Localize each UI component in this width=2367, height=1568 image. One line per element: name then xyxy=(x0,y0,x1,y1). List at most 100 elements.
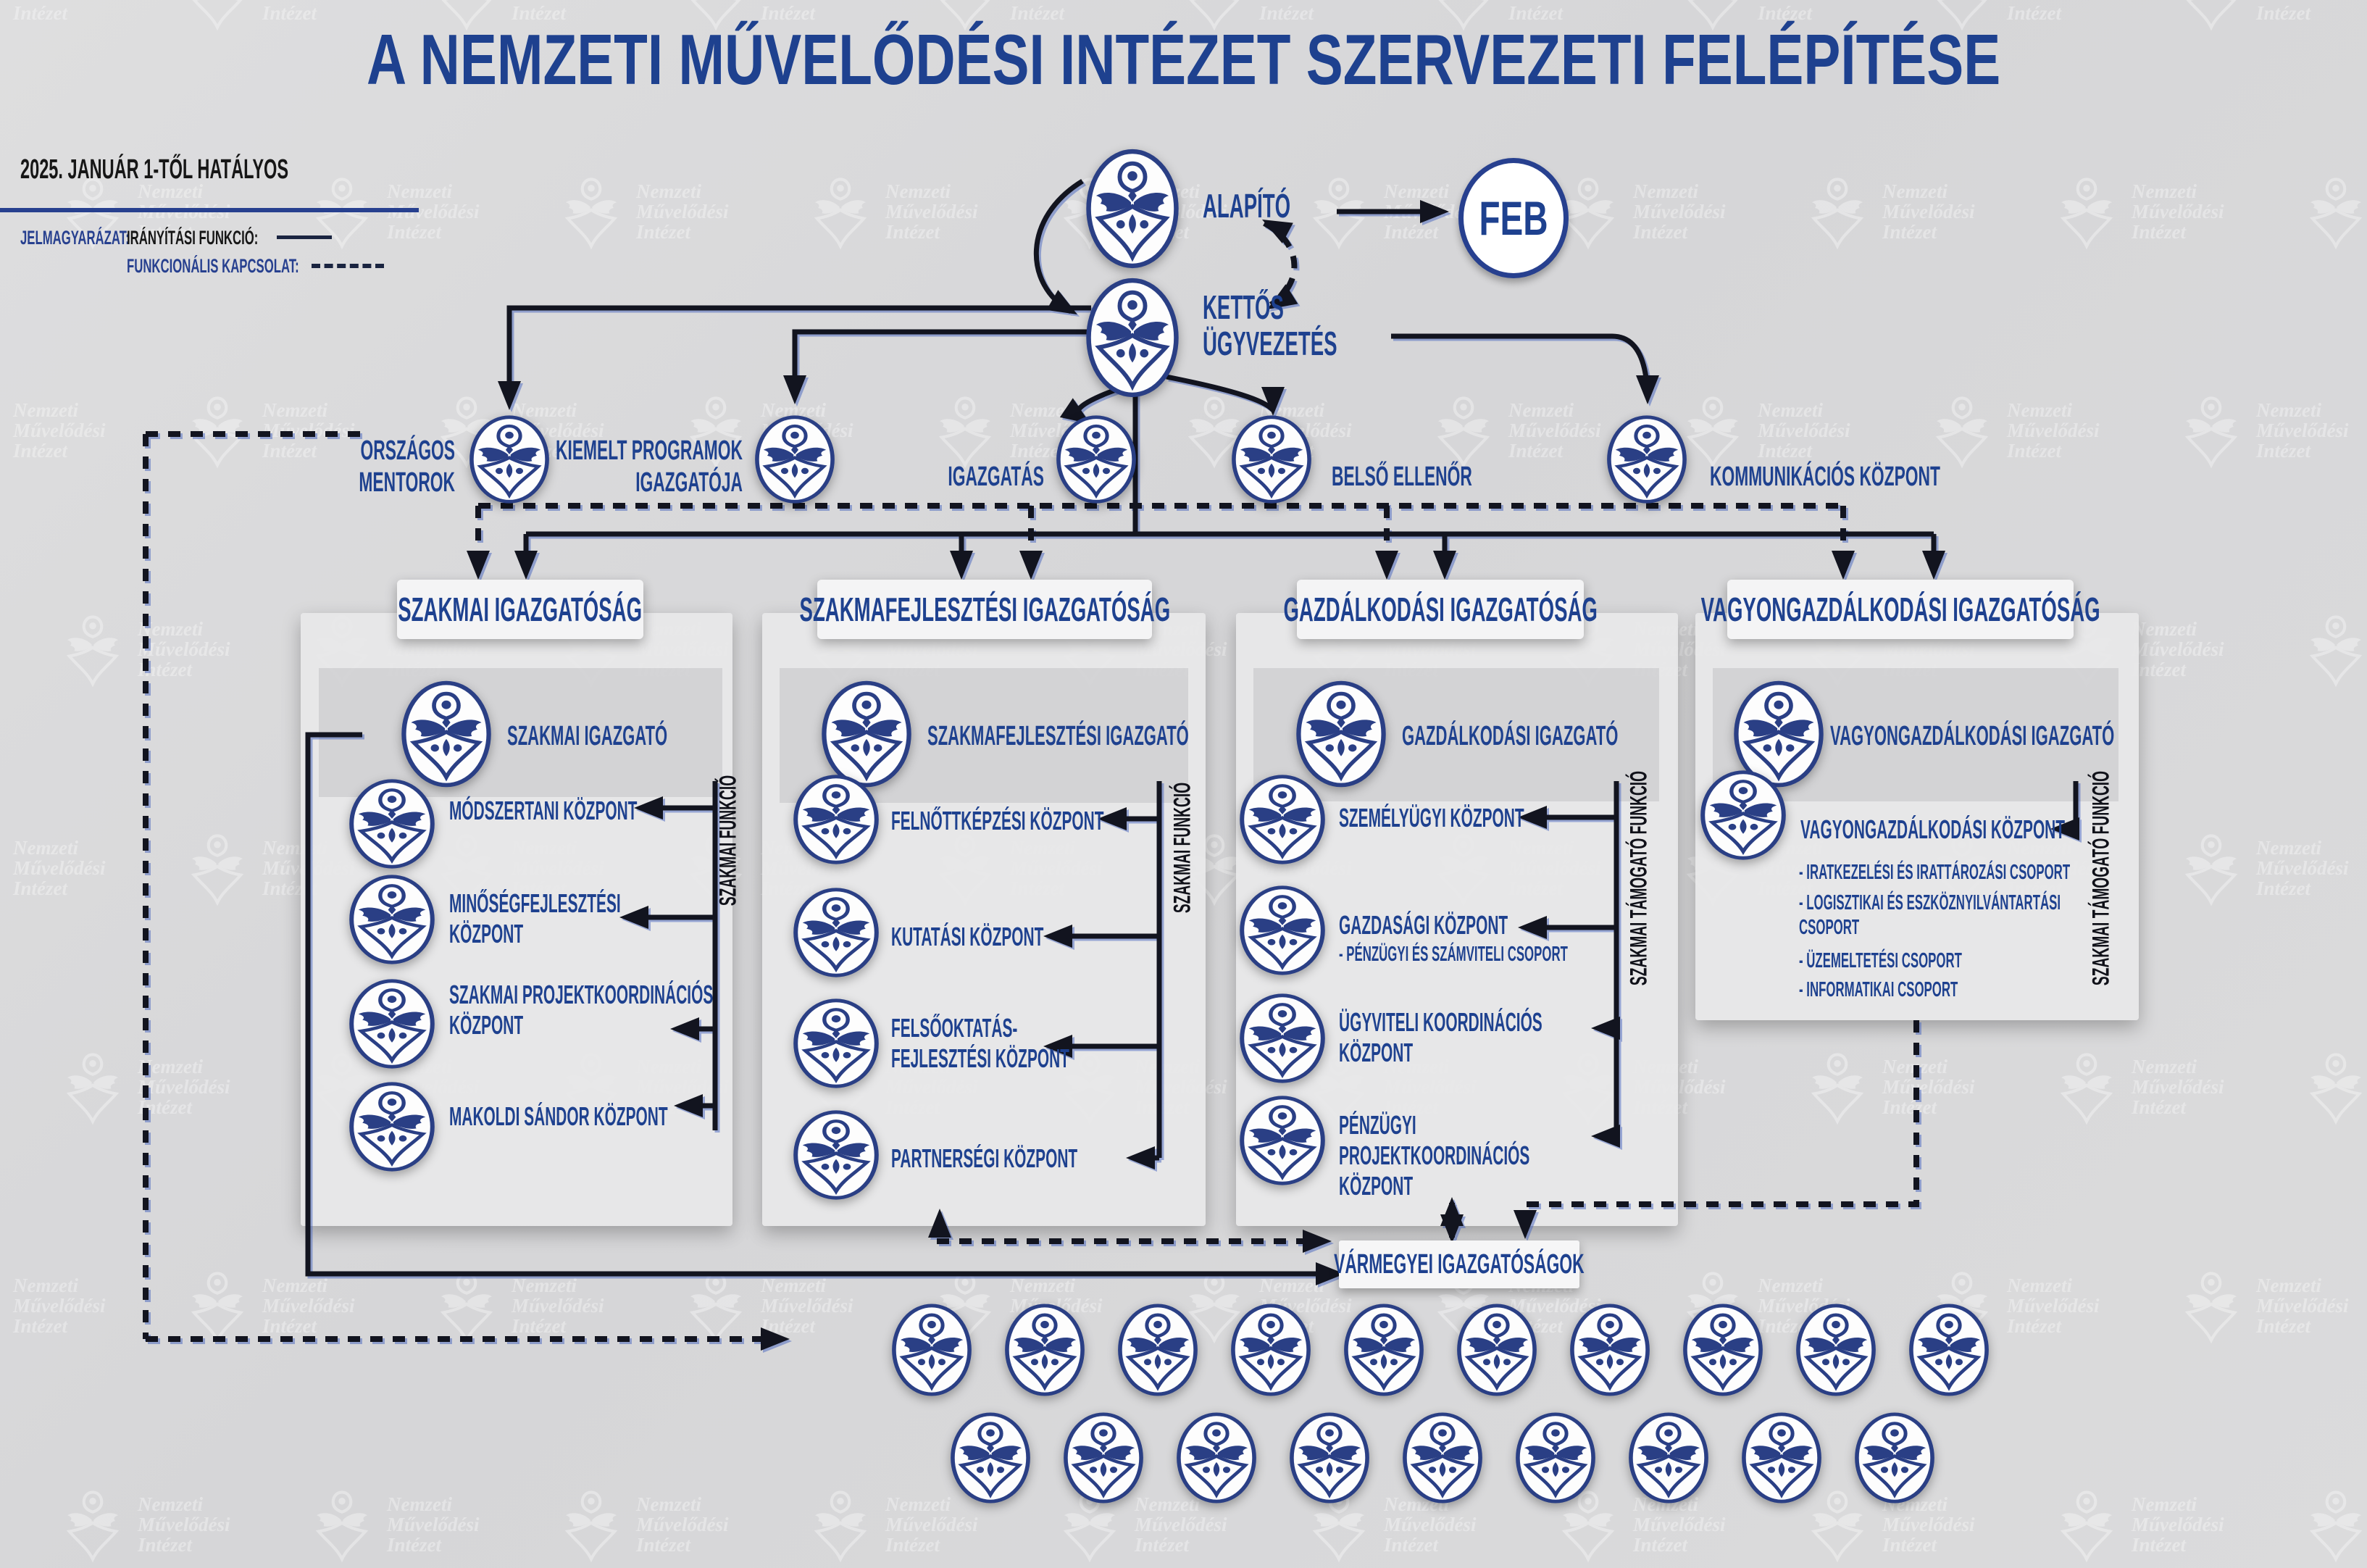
county-directorate-logo xyxy=(1908,1303,1990,1397)
vagyongazdalkodasi-kozpont-label: VAGYONGAZDÁLKODÁSI KÖZPONT xyxy=(1800,814,2066,844)
county-directorate-logo xyxy=(1063,1411,1144,1504)
page-title: A NEMZETI MŰVELŐDÉSI INTÉZET SZERVEZETI … xyxy=(366,20,2001,99)
penzugyi-projektkoordinacios-label: PÉNZÜGYI PROJEKTKOORDINÁCIÓS KÖZPONT xyxy=(1339,1110,1530,1201)
county-directorate-logo xyxy=(1117,1303,1198,1397)
szakmai-projektkoordinacios-label: SZAKMAI PROJEKTKOORDINÁCIÓS KÖZPONT xyxy=(449,980,714,1040)
county-directorate-logo xyxy=(950,1411,1031,1504)
line-dual-kiemelt xyxy=(792,329,1091,397)
vagyongazdalkodasi-igazgato-label: VAGYONGAZDÁLKODÁSI IGAZGATÓ xyxy=(1830,721,2115,751)
iratkezelesi-csoport-label: - IRATKEZELÉSI ÉS IRATTÁROZÁSI CSOPORT xyxy=(1799,861,2071,884)
vagyongazdalkodasi-kozpont-logo xyxy=(1700,770,1787,861)
county-directorate-logo xyxy=(1515,1411,1596,1504)
szakmafejlesztesi-igazgato-logo xyxy=(821,680,912,788)
line-szakmai-varmegyei xyxy=(305,732,1337,1277)
county-directorate-logo xyxy=(1569,1303,1650,1397)
makoldi-sandor-label: MAKOLDI SÁNDOR KÖZPONT xyxy=(449,1101,668,1131)
kutatasi-logo xyxy=(793,887,880,978)
function-label-tamogato-1: SZAKMAI TÁMOGATÓ FUNKCIÓ xyxy=(1625,770,1652,986)
tab-szakmai-igazgatosag: SZAKMAI IGAZGATÓSÁG xyxy=(397,580,643,639)
orszagos-mentorok-label: ORSZÁGOS MENTOROK xyxy=(359,435,455,499)
legend-solid-line-sample xyxy=(277,235,332,239)
legend-dashed-line-sample xyxy=(312,264,384,268)
varmegyei-igazgatosagok-box: VÁRMEGYEI IGAZGATÓSÁGOK xyxy=(1334,1240,1585,1288)
tab-vagyongazdalkodasi-label: VAGYONGAZDÁLKODÁSI IGAZGATÓSÁG xyxy=(1700,591,2100,628)
igazgatas-label: IGAZGATÁS xyxy=(948,462,1044,492)
informatikai-csoport-label: - INFORMATIKAI CSOPORT xyxy=(1799,978,1958,1001)
dashed-mentors-county xyxy=(143,431,781,1342)
founder-label: ALAPÍTÓ xyxy=(1203,187,1291,225)
minosegfejlesztesi-label: MINŐSÉGFEJLESZTÉSI KÖZPONT xyxy=(449,888,621,948)
county-directorate-logo xyxy=(1402,1411,1483,1504)
line-dual-belso xyxy=(1166,374,1275,412)
county-directorate-logo xyxy=(891,1303,972,1397)
county-directorate-logo xyxy=(1176,1411,1257,1504)
ugyviteli-koordinacios-label: ÜGYVITELI KOORDINÁCIÓS KÖZPONT xyxy=(1339,1007,1542,1067)
county-directorate-logo xyxy=(1795,1303,1877,1397)
tab-gazdalkodasi-igazgatosag: GAZDÁLKODÁSI IGAZGATÓSÁG xyxy=(1283,580,1598,639)
kommunikacios-kozpont-label: KOMMUNIKÁCIÓS KÖZPONT xyxy=(1710,462,1940,492)
szemelyugyi-label: SZEMÉLYÜGYI KÖZPONT xyxy=(1339,803,1524,833)
varmegyei-igazgatosagok-label: VÁRMEGYEI IGAZGATÓSÁGOK xyxy=(1334,1248,1585,1280)
county-directorate-logo xyxy=(1741,1411,1822,1504)
belso-ellenor-label: BELSŐ ELLENŐR xyxy=(1332,462,1472,492)
tab-szakmai-label: SZAKMAI IGAZGATÓSÁG xyxy=(398,591,643,628)
dashed-functional-directorates xyxy=(475,503,1846,572)
uzemeltetesi-csoport-label: - ÜZEMELTETÉSI CSOPORT xyxy=(1799,949,1962,972)
county-directorate-logo xyxy=(1854,1411,1935,1504)
szakmai-igazgato-logo xyxy=(401,680,492,788)
county-directorate-logo xyxy=(1456,1303,1537,1397)
county-directorate-logo xyxy=(1230,1303,1311,1397)
igazgatas-logo xyxy=(1056,414,1137,504)
tab-szakmafejlesztesi-label: SZAKMAFEJLESZTÉSI IGAZGATÓSÁG xyxy=(799,591,1170,628)
dual-management-logo xyxy=(1085,277,1180,399)
partnersegi-label: PARTNERSÉGI KÖZPONT xyxy=(891,1143,1078,1173)
gazdasagi-logo xyxy=(1239,885,1326,976)
function-label-tamogato-2: SZAKMAI TÁMOGATÓ FUNKCIÓ xyxy=(2087,770,2114,986)
county-directorate-logo xyxy=(1289,1411,1370,1504)
modszertani-logo xyxy=(348,778,435,870)
bracket-szakmai xyxy=(627,781,718,1130)
county-directorate-logo xyxy=(1682,1303,1763,1397)
gazdasagi-label: GAZDASÁGI KÖZPONT xyxy=(1339,910,1508,940)
director-strip-szakmai xyxy=(319,668,722,797)
felnottkepzesi-logo xyxy=(793,774,880,865)
modszertani-label: MÓDSZERTANI KÖZPONT xyxy=(449,796,638,825)
kutatasi-label: KUTATÁSI KÖZPONT xyxy=(891,922,1044,951)
legend-divider xyxy=(0,208,419,212)
bracket-szakmafejlesztesi xyxy=(1051,781,1162,1161)
minosegfejlesztesi-logo xyxy=(348,874,435,965)
county-directorate-logo xyxy=(1004,1303,1085,1397)
dual-management-label: KETTŐS ÜGYVEZETÉS xyxy=(1203,288,1337,362)
county-directorate-logo xyxy=(1343,1303,1424,1397)
makoldi-sandor-logo xyxy=(348,1081,435,1172)
kiemelt-programok-label: KIEMELT PROGRAMOK IGAZGATÓJA xyxy=(556,435,743,499)
line-dual-mentors xyxy=(506,305,1091,403)
feb-label: FEB xyxy=(1479,191,1548,245)
kommunikacios-kozpont-logo xyxy=(1606,414,1687,504)
function-label-szakmai-1: SZAKMAI FUNKCIÓ xyxy=(714,775,741,906)
penzugyi-projektkoordinacios-logo xyxy=(1239,1095,1326,1186)
dashed-szakmafejlesztesi-varmegyei xyxy=(937,1216,1323,1244)
felnottkepzesi-label: FELNŐTTKÉPZÉSI KÖZPONT xyxy=(891,806,1104,835)
founder-logo xyxy=(1085,148,1180,270)
tab-vagyongazdalkodasi-igazgatosag: VAGYONGAZDÁLKODÁSI IGAZGATÓSÁG xyxy=(1701,580,2100,639)
gazdalkodasi-igazgato-label: GAZDÁLKODÁSI IGAZGATÓ xyxy=(1402,721,1619,751)
feb-node: FEB xyxy=(1458,158,1569,278)
tab-szakmafejlesztesi-igazgatosag: SZAKMAFEJLESZTÉSI IGAZGATÓSÁG xyxy=(799,580,1170,639)
legend-item-iranyitasi: IRÁNYÍTÁSI FUNKCIÓ: xyxy=(127,227,259,249)
belso-ellenor-logo xyxy=(1231,414,1312,504)
effective-date: 2025. JANUÁR 1-TŐL HATÁLYOS xyxy=(20,154,289,185)
function-label-szakmai-2: SZAKMAI FUNKCIÓ xyxy=(1169,782,1195,914)
szakmai-igazgato-label: SZAKMAI IGAZGATÓ xyxy=(507,721,668,751)
legend-item-funkcionalis: FUNKCIONÁLIS KAPCSOLAT: xyxy=(127,255,299,277)
szakmafejlesztesi-igazgato-label: SZAKMAFEJLESZTÉSI IGAZGATÓ xyxy=(927,721,1189,751)
felsooktatas-fejlesztesi-label: FELSŐOKTATÁS-FEJLESZTÉSI KÖZPONT xyxy=(891,1013,1069,1073)
kiemelt-programok-logo xyxy=(754,414,835,504)
county-directorate-logo xyxy=(1628,1411,1709,1504)
bracket-gazdalkodasi xyxy=(1525,781,1619,1139)
penzugyi-szamviteli-csoport-label: - PÉNZÜGYI ÉS SZÁMVITELI CSOPORT xyxy=(1339,943,1568,966)
logisztikai-csoport-label: - LOGISZTIKAI ÉS ESZKÖZNYILVÁNTARTÁSI CS… xyxy=(1799,891,2061,939)
arrowheads xyxy=(467,200,2079,1351)
szakmai-projektkoordinacios-logo xyxy=(348,978,435,1069)
